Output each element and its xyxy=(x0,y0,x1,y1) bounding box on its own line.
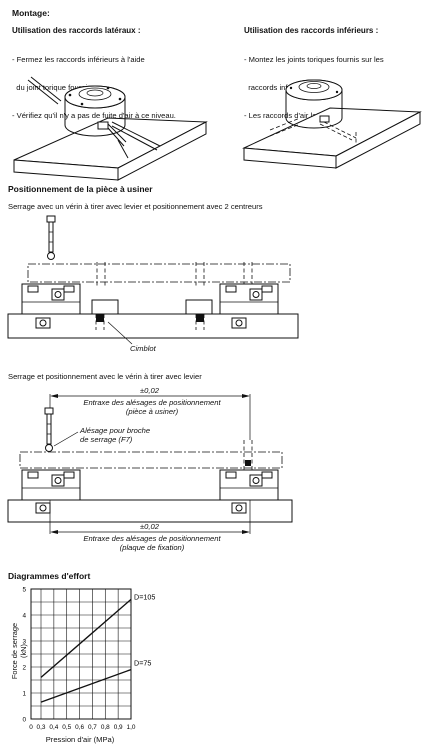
bore-text: Alésage pour broche de serrage (F7) xyxy=(80,426,150,444)
dim-bottom-value: ±0,02 xyxy=(140,522,159,531)
chart-series-label: D=105 xyxy=(134,592,155,601)
dim-bottom-text: Entraxe des alésages de positionnement (… xyxy=(60,534,244,552)
fig2-caption: Serrage et positionnement avec le vérin … xyxy=(8,372,202,381)
chart-y-tick: 4 xyxy=(22,613,26,620)
chart-series-line xyxy=(40,598,132,678)
dim-bottom-line-1: Entraxe des alésages de positionnement xyxy=(83,534,221,543)
chart-y-tick: 2 xyxy=(22,665,26,672)
chart-x-tick: 0,4 xyxy=(49,724,58,731)
positioning-title: Positionnement de la pièce à usiner xyxy=(8,184,153,194)
dim-bottom-line-2: (plaque de fixation) xyxy=(119,543,185,553)
chart-y-tick: 0 xyxy=(22,717,26,724)
chart-x-tick: 0,5 xyxy=(62,724,71,731)
fig1-caption: Serrage avec un vérin à tirer avec levie… xyxy=(8,202,263,211)
montage-title: Montage: xyxy=(12,8,50,18)
left-line-1: - Fermez les raccords inférieurs à l'aid… xyxy=(12,55,145,65)
left-heading: Utilisation des raccords latéraux : xyxy=(12,26,141,35)
chart-x-tick: 0,7 xyxy=(88,724,97,731)
bore-line-2: de serrage (F7) xyxy=(80,435,133,445)
dim-top-line-1: Entraxe des alésages de positionnement xyxy=(83,398,221,407)
right-line-1: - Montez les joints toriques fournis sur… xyxy=(244,55,384,65)
chart-x-tick: 0,8 xyxy=(101,724,110,731)
dim-top-text: Entraxe des alésages de positionnement (… xyxy=(60,398,244,416)
chart-x-tick: 0,6 xyxy=(75,724,84,731)
chart-ylabel: Force de serrage (kN) xyxy=(10,622,29,680)
chart-xlabel: Pression d'air (MPa) xyxy=(45,735,115,744)
chart-x-tick: 1,0 xyxy=(127,724,136,731)
right-heading: Utilisation des raccords inférieurs : xyxy=(244,26,379,35)
left-line-3: - Vérifiez qu'il n'y a pas de fuite d'ai… xyxy=(12,110,176,120)
chart-y-tick: 1 xyxy=(22,691,26,698)
cimblot-label: Cimblot xyxy=(130,344,156,353)
chart-series-label: D=75 xyxy=(134,659,151,668)
dim-top-value: ±0,02 xyxy=(140,386,159,395)
dim-top-line-2: (pièce à usiner) xyxy=(125,407,179,417)
chart-y-tick: 3 xyxy=(22,639,26,646)
chart-y-tick: 5 xyxy=(22,587,26,594)
chart-x-tick: 0,9 xyxy=(114,724,123,731)
chart-x-tick: 0,3 xyxy=(37,724,46,731)
chart-series-line xyxy=(40,668,132,703)
chart-x-tick: 0 xyxy=(29,724,33,731)
diagram-title: Diagrammes d'effort xyxy=(8,571,91,581)
bore-line-1: Alésage pour broche xyxy=(80,426,151,435)
